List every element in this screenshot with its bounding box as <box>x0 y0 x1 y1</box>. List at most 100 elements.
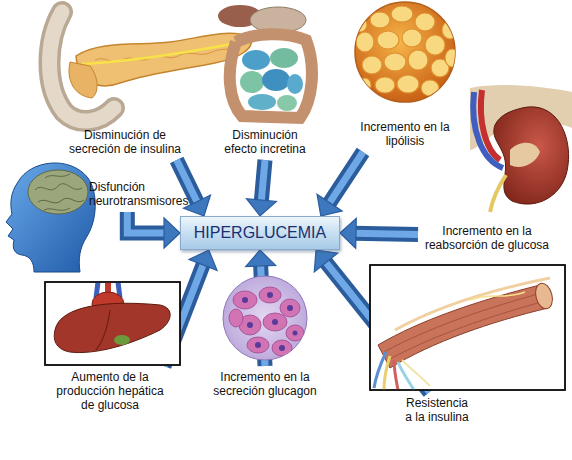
arrow-shine <box>329 152 363 204</box>
small-intestine <box>270 48 298 68</box>
liver-figure <box>114 335 130 345</box>
muscle-figure <box>398 362 414 390</box>
arrow-shaft <box>354 233 418 234</box>
kidney <box>494 107 569 204</box>
node-text: Disminución efecto incretina <box>220 128 310 156</box>
alpha-cells <box>293 331 298 336</box>
large-intestine <box>230 34 312 118</box>
muscle-figure <box>384 293 545 360</box>
cause-label: Resistencia a la insulina <box>400 392 474 428</box>
alpha-cells <box>255 342 261 348</box>
block-arrow <box>340 218 418 248</box>
alpha-cells <box>242 292 298 351</box>
glucagon-illustration <box>223 276 307 360</box>
alpha-cells <box>272 340 292 356</box>
fat-cells <box>425 35 445 55</box>
cause-label: Disminución efecto incretina <box>217 124 313 160</box>
alpha-cells <box>259 287 281 303</box>
node-text: Resistencia a la insulina <box>403 396 471 424</box>
arrow-shine <box>261 160 265 202</box>
arrow-shaft <box>329 152 363 204</box>
fat-cells <box>356 32 374 52</box>
fat-cells <box>384 53 406 71</box>
arrow-shaft <box>261 160 265 202</box>
brain <box>28 170 88 214</box>
node-text: Disfunción neurotransmisores <box>89 180 201 208</box>
node-text: Aumento de la producción hepática de glu… <box>53 370 167 412</box>
muscle-figure <box>384 356 390 390</box>
cause-label: Incremento en la lipólisis <box>355 116 455 152</box>
block-arrow <box>246 160 276 216</box>
fat-cells <box>375 77 395 93</box>
adipose-illustration <box>353 2 459 102</box>
head-silhouette <box>6 163 95 272</box>
small-intestine <box>242 50 270 70</box>
node-text: Incremento en la reabsorción de glucosa <box>421 224 553 252</box>
fat-cells <box>397 75 419 93</box>
muscle-figure <box>395 278 550 330</box>
small-intestine <box>287 74 303 94</box>
alpha-cells <box>286 325 304 341</box>
node-text: Incremento en la secreción glucagon <box>210 370 320 398</box>
cause-label: Disminución de secreción de insulina <box>57 124 193 160</box>
arrow-head <box>164 218 180 248</box>
muscle-frame <box>370 265 565 390</box>
cause-label: Incremento en la reabsorción de glucosa <box>418 220 556 256</box>
fat-cells <box>359 78 371 92</box>
alpha-cells <box>287 305 293 311</box>
fat-cells <box>402 29 422 47</box>
alpha-cells <box>242 297 248 303</box>
pancreas-head <box>69 62 97 98</box>
alpha-cells <box>229 309 243 327</box>
fat-cells <box>415 13 435 31</box>
fat-cells <box>408 50 428 70</box>
arrow-head <box>314 250 337 272</box>
muscle-illustration <box>370 265 565 390</box>
small-intestine <box>240 71 264 93</box>
pancreatic-duct <box>82 42 242 64</box>
fat-cells <box>377 31 399 49</box>
cause-label: Aumento de la producción hepática de glu… <box>50 366 170 416</box>
muscle-figure <box>533 281 555 310</box>
fat-cells <box>391 6 413 22</box>
adipose-disc <box>355 2 455 102</box>
arrow-head <box>317 194 342 216</box>
alpha-cells <box>267 292 273 298</box>
alpha-cells <box>279 345 285 351</box>
liver-illustration <box>45 282 180 365</box>
liver-figure <box>54 303 170 352</box>
alpha-cells <box>229 287 304 356</box>
block-arrow <box>317 152 363 216</box>
fat-cells <box>445 49 459 67</box>
alpha-cells <box>247 337 269 353</box>
kidney-illustration <box>470 85 572 212</box>
muscle-frame-border <box>370 265 565 390</box>
arrow-shaft <box>127 212 166 233</box>
arrow-head <box>246 250 276 267</box>
ureter <box>490 175 506 212</box>
alpha-cells <box>229 287 304 356</box>
small-intestine <box>248 94 276 110</box>
cause-label: Incremento en la secreción glucagon <box>207 366 323 402</box>
liver-figure <box>54 282 170 353</box>
pancreas-illustration <box>50 12 252 121</box>
alpha-cells <box>263 313 287 331</box>
muscle-figure <box>374 278 555 390</box>
head-illustration <box>6 163 95 272</box>
renal-pelvis <box>510 143 540 167</box>
node-text: Incremento en la lipólisis <box>358 120 452 148</box>
alpha-cells <box>247 322 253 328</box>
fat-cells <box>442 21 458 39</box>
alpha-cells <box>280 299 300 317</box>
alpha-cells <box>233 291 257 309</box>
fat-cells <box>353 6 459 96</box>
arrow-shine <box>127 212 166 233</box>
muscle-figure <box>470 292 525 300</box>
small-intestine <box>277 95 297 111</box>
fat-cells <box>353 18 367 32</box>
liver-frame-border <box>45 282 180 365</box>
fat-cells <box>370 12 390 28</box>
intestine-illustration <box>218 5 312 118</box>
arrow-head <box>189 250 217 270</box>
